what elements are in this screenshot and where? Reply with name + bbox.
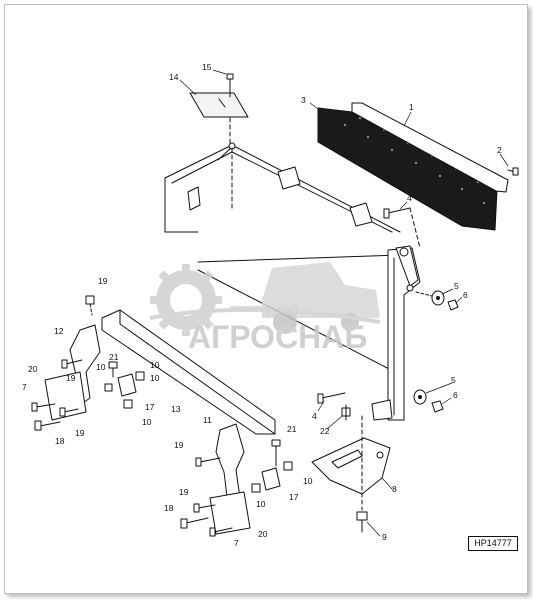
figure-code-label: HP14777 xyxy=(468,536,518,551)
callout-10-lower-a: 10 xyxy=(303,476,313,486)
watermark-small-text: ООО xyxy=(266,303,299,319)
callout-5-lower: 5 xyxy=(451,375,456,385)
bolt-9 xyxy=(356,511,368,533)
callout-19-top: 19 xyxy=(98,276,108,286)
washer-5-lower xyxy=(413,389,427,405)
callout-4-upper: 4 xyxy=(407,193,412,203)
crossbar-13 xyxy=(101,309,276,435)
callout-5-upper: 5 xyxy=(454,281,459,291)
callout-19-left-a: 19 xyxy=(66,373,76,383)
pin-21-left xyxy=(108,361,118,378)
callout-11: 11 xyxy=(203,415,212,425)
callout-17-lower: 17 xyxy=(289,492,299,502)
callout-labels: 1 2 3 4 4 5 5 6 6 7 7 8 9 10 10 10 10 10… xyxy=(22,62,502,548)
watermark: ООО АГРОСНАБ xyxy=(149,262,381,355)
nut-6-upper xyxy=(447,299,459,311)
nut-10-lower xyxy=(251,461,293,493)
callout-8: 8 xyxy=(392,484,397,494)
callout-10-left-d: 10 xyxy=(142,417,152,427)
bolt-22 xyxy=(341,404,351,421)
callout-21-lower: 21 xyxy=(287,424,297,434)
leader-lines xyxy=(179,69,509,537)
watermark-large-text: АГРОСНАБ xyxy=(188,319,367,355)
callout-6-lower: 6 xyxy=(453,390,458,400)
callout-20-lower: 20 xyxy=(258,529,268,539)
callout-7-left: 7 xyxy=(22,382,27,392)
callout-6-upper: 6 xyxy=(463,290,468,300)
pin-21-lower xyxy=(271,439,281,467)
callout-19-lower-b: 19 xyxy=(179,487,189,497)
rear-panel-top xyxy=(197,254,401,263)
nut-10-left xyxy=(104,371,145,409)
bolt-19-left-b xyxy=(59,407,79,417)
bolt-19-left-a xyxy=(61,359,83,369)
callout-9: 9 xyxy=(382,532,387,542)
bolt-18-lower xyxy=(180,517,209,529)
bolt-19-top xyxy=(85,295,95,316)
callout-1: 1 xyxy=(409,102,414,112)
retaining-strip-1 xyxy=(351,102,509,193)
callout-19-left-b: 19 xyxy=(75,428,85,438)
callout-17-left: 17 xyxy=(145,402,155,412)
bolt-4-lower xyxy=(317,392,346,404)
callout-10-lower-b: 10 xyxy=(256,499,266,509)
bolt-7-lower xyxy=(209,527,233,537)
washer-5-upper xyxy=(415,290,445,306)
callout-21-left: 21 xyxy=(109,352,119,362)
assembly-path xyxy=(409,207,421,249)
bolt-7-left xyxy=(31,402,56,412)
callout-14: 14 xyxy=(169,72,179,82)
bolt-19-lower-b xyxy=(193,503,216,513)
plate-20-right xyxy=(209,491,251,535)
callout-19-lower-a: 19 xyxy=(174,440,184,450)
nut-6-lower xyxy=(431,400,444,413)
callout-7-lower: 7 xyxy=(234,538,239,548)
plate-20-left xyxy=(44,371,87,421)
callout-10-left-a: 10 xyxy=(96,362,106,372)
callout-18-lower: 18 xyxy=(164,503,174,513)
clip-17-left xyxy=(117,373,137,397)
callout-10-left-c: 10 xyxy=(150,373,160,383)
callout-12: 12 xyxy=(54,326,64,336)
callout-20-left: 20 xyxy=(28,364,38,374)
bolt-19-lower-a xyxy=(195,457,221,467)
mount-plate-8 xyxy=(311,437,391,495)
callout-2: 2 xyxy=(497,145,502,155)
side-bracket-right xyxy=(371,245,421,421)
callout-3: 3 xyxy=(301,95,306,105)
bolt-4-upper xyxy=(383,207,411,219)
combine-harvester-gear-icon xyxy=(149,262,381,336)
callout-10-left-b: 10 xyxy=(150,360,160,370)
plate-14 xyxy=(189,92,249,118)
callout-22: 22 xyxy=(320,426,330,436)
callout-18-left: 18 xyxy=(55,436,65,446)
callout-15: 15 xyxy=(202,62,212,72)
callout-4-lower: 4 xyxy=(312,411,317,421)
clip-17-lower xyxy=(261,467,281,491)
bolt-15 xyxy=(226,73,234,98)
bolt-18-left xyxy=(34,420,61,431)
screw-2 xyxy=(507,167,519,176)
callout-13: 13 xyxy=(171,404,181,414)
